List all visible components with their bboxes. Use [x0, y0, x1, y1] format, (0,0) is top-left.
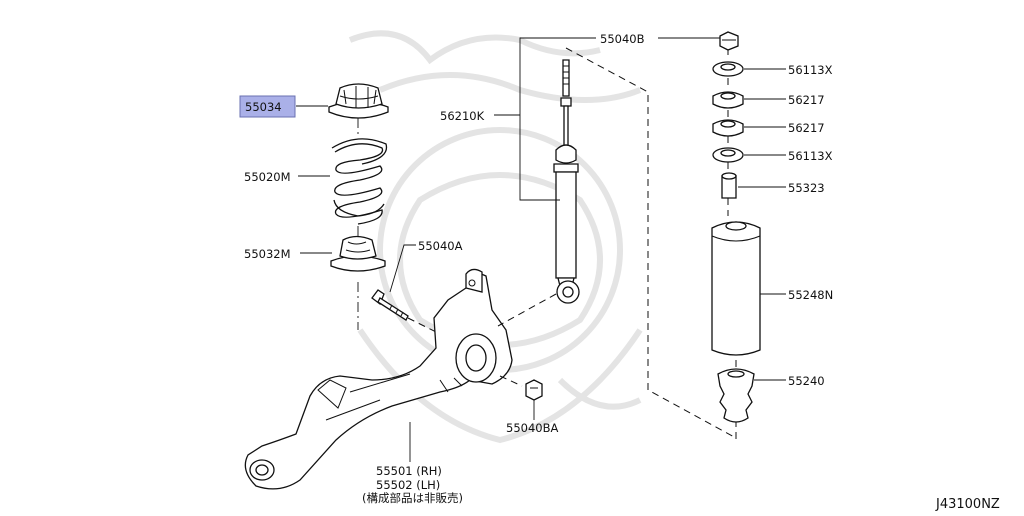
nut-55040b[interactable]: [719, 31, 739, 51]
collar-55323[interactable]: [721, 172, 737, 199]
diagram-code: J43100NZ: [935, 497, 1000, 511]
washer-56113x-top[interactable]: [712, 61, 744, 77]
label-55248n[interactable]: 55248N: [788, 288, 833, 302]
label-55240[interactable]: 55240: [788, 374, 825, 388]
label-55040ba[interactable]: 55040BA: [506, 421, 558, 435]
label-55502-lh[interactable]: 55502 (LH): [376, 478, 440, 492]
stack-center-line: [727, 48, 737, 440]
spring-lower-seat[interactable]: [330, 235, 386, 272]
label-55040a[interactable]: 55040A: [418, 239, 463, 253]
label-55020m[interactable]: 55020M: [244, 170, 291, 184]
shock-to-knuckle-line: [497, 293, 557, 327]
label-55034[interactable]: 55034: [245, 100, 282, 114]
nut-path-line: [499, 375, 523, 387]
coil-spring[interactable]: [331, 138, 388, 225]
leader-lines: [296, 37, 786, 462]
dust-cover-55248n[interactable]: [711, 221, 761, 356]
label-55032m[interactable]: 55032M: [244, 247, 291, 261]
label-56217-upper[interactable]: 56217: [788, 93, 825, 107]
label-56113x-top[interactable]: 56113X: [788, 63, 833, 77]
nut-55040ba[interactable]: [525, 379, 543, 401]
spring-upper-seat[interactable]: [328, 83, 389, 119]
label-not-sold-note: (構成部品は非販売): [362, 491, 463, 505]
highlight-55034: [239, 95, 296, 118]
label-55501-rh[interactable]: 55501 (RH): [376, 464, 442, 478]
bushing-56217-lower[interactable]: [712, 119, 744, 137]
bolt-55040a[interactable]: [371, 289, 409, 321]
label-56210k[interactable]: 56210K: [440, 109, 485, 123]
bushing-56217-upper[interactable]: [712, 91, 744, 109]
label-56113x-bottom[interactable]: 56113X: [788, 149, 833, 163]
shock-absorber[interactable]: [553, 59, 580, 304]
rear-knuckle-arm[interactable]: [244, 268, 513, 490]
washer-56113x-bottom[interactable]: [712, 147, 744, 163]
label-56217-lower[interactable]: 56217: [788, 121, 825, 135]
label-55323[interactable]: 55323: [788, 181, 825, 195]
label-55040b[interactable]: 55040B: [600, 32, 645, 46]
stack-alignment-line: [565, 47, 737, 439]
bump-stop-55240[interactable]: [717, 368, 755, 423]
